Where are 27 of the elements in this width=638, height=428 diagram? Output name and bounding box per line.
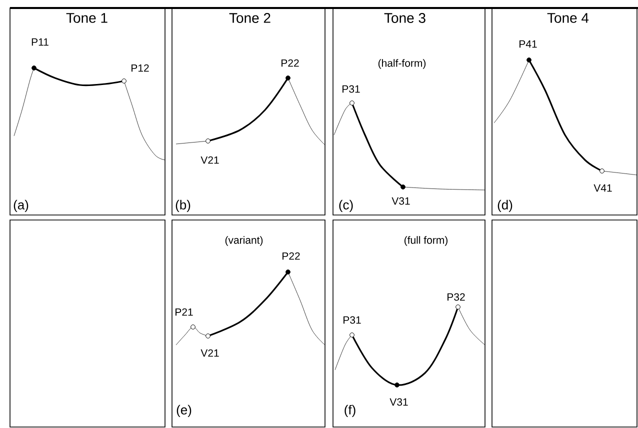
form-caption: (half-form): [377, 58, 427, 70]
tone-heading: Tone 4: [546, 12, 590, 24]
point-label: V31: [389, 398, 409, 406]
panel-letter: (a): [12, 199, 30, 213]
tone-heading: Tone 2: [228, 12, 272, 24]
panel-letter: (b): [174, 199, 192, 213]
point-label: P12: [130, 64, 150, 72]
point-label: V21: [200, 348, 220, 358]
point-label: P31: [341, 84, 361, 94]
tone-heading: Tone 1: [66, 12, 109, 24]
panel-letter: (f): [343, 404, 357, 418]
panel-letter: (d): [496, 199, 514, 213]
panel-letter: (e): [176, 404, 192, 418]
point-label: P32: [446, 292, 466, 302]
point-label: V31: [391, 196, 411, 206]
point-label: P22: [280, 58, 300, 68]
point-label: V21: [200, 156, 220, 164]
form-caption: (variant): [224, 236, 264, 246]
point-label: V41: [593, 184, 613, 192]
point-label: P21: [174, 308, 194, 316]
form-caption: (full form): [403, 236, 449, 246]
point-label: P11: [30, 38, 50, 46]
point-label: P22: [281, 252, 301, 260]
point-label: P41: [518, 40, 538, 48]
point-label: P31: [342, 316, 362, 324]
tone-heading: Tone 3: [383, 12, 427, 24]
panel-letter: (c): [338, 199, 354, 213]
